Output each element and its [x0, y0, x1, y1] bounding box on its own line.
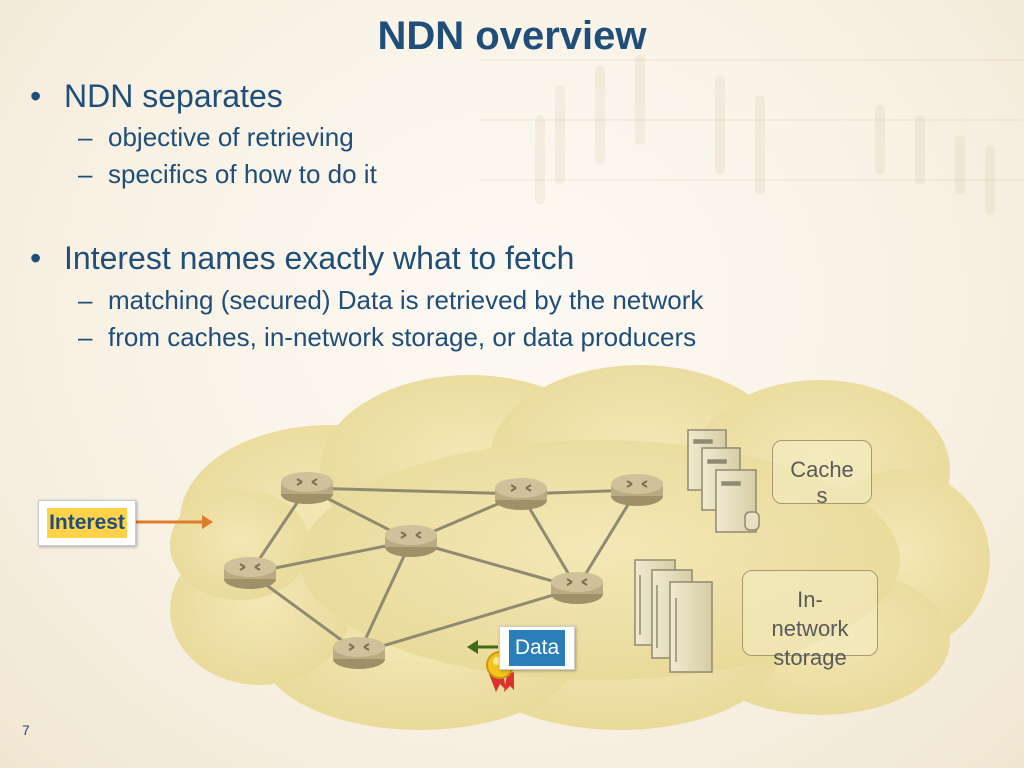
data-packet-label: Data [499, 626, 575, 670]
router-icon [611, 474, 663, 506]
data-label-text: Data [508, 630, 566, 666]
cache-servers-icon [687, 429, 760, 533]
network-cloud [170, 365, 990, 730]
bullet-2: • Interest names exactly what to fetch [30, 240, 574, 277]
bullet-1-sub-2: –specifics of how to do it [78, 159, 377, 190]
interest-arrow [136, 515, 213, 529]
router-icon [224, 557, 276, 589]
bullet-dot: • [30, 78, 42, 114]
bullet-1-sub-2-text: specifics of how to do it [108, 159, 377, 189]
sub-dash: – [78, 159, 93, 189]
bullet-2-text: Interest names exactly what to fetch [64, 240, 575, 276]
router-icon [333, 637, 385, 669]
bullet-2-sub-1-text: matching (secured) Data is retrieved by … [108, 285, 704, 315]
storage-label-line-3: storage [773, 645, 847, 670]
bullet-2-sub-2: –from caches, in-network storage, or dat… [78, 322, 696, 353]
caches-label-box: Cache s [772, 440, 872, 508]
bullet-1-sub-1: –objective of retrieving [78, 122, 354, 153]
bullet-1-sub-1-text: objective of retrieving [108, 122, 354, 152]
storage-label-box: In- network storage [742, 570, 878, 670]
interest-packet-label: Interest [38, 500, 136, 546]
sub-dash: – [78, 285, 93, 315]
sub-dash: – [78, 322, 93, 352]
data-arrow [467, 640, 498, 654]
router-icon [495, 478, 547, 510]
bullet-2-sub-2-text: from caches, in-network storage, or data… [108, 322, 697, 352]
storage-racks-icon [634, 559, 713, 673]
bullet-1-text: NDN separates [64, 78, 283, 114]
network-links [248, 486, 639, 655]
bullet-dot: • [30, 240, 42, 276]
caches-label-line-1: Cache [790, 457, 854, 482]
storage-label-line-2: network [771, 616, 849, 641]
storage-label-line-1: In- [797, 587, 823, 612]
page-number: 7 [22, 722, 30, 738]
bullet-1: • NDN separates [30, 78, 283, 115]
bullet-2-sub-1: –matching (secured) Data is retrieved by… [78, 285, 703, 316]
router-icon [281, 472, 333, 504]
router-icon [385, 525, 437, 557]
interest-label-text: Interest [47, 508, 127, 538]
slide-title: NDN overview [377, 14, 647, 58]
caches-label-line-2: s [816, 483, 828, 508]
router-icon [551, 572, 603, 604]
sub-dash: – [78, 122, 93, 152]
